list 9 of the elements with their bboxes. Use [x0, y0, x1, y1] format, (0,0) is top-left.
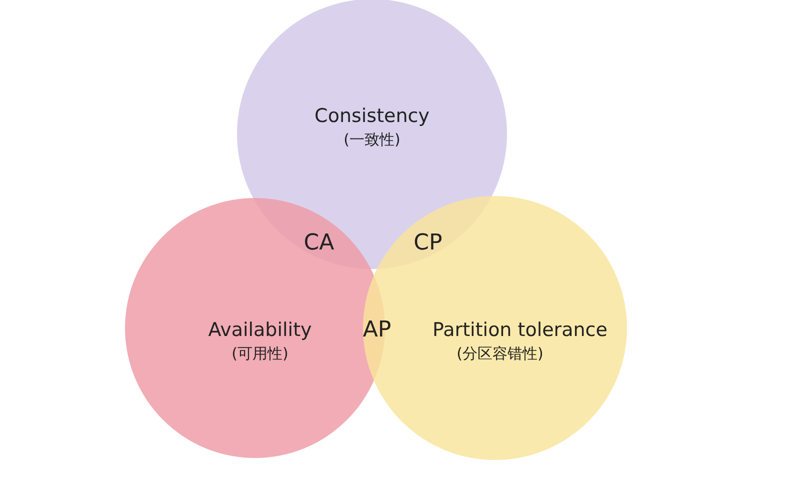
- set-subtitle: (一致性): [344, 130, 400, 150]
- set-title: Consistency: [314, 105, 430, 127]
- overlap-label: CP: [414, 230, 442, 256]
- set-subtitle: (可用性): [232, 344, 288, 364]
- set-title: Availability: [208, 319, 312, 341]
- overlap-label: CA: [304, 230, 334, 256]
- set-subtitle: (分区容错性): [456, 344, 544, 364]
- set-title: Partition tolerance: [432, 319, 608, 341]
- overlap-label: AP: [362, 318, 392, 342]
